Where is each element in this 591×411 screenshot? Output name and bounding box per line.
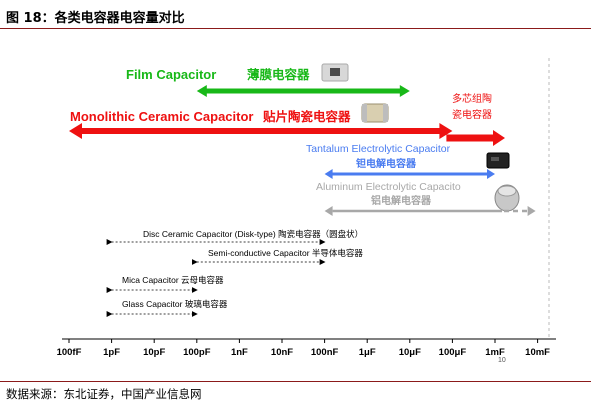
mlcc-label-en: Monolithic Ceramic Capacitor <box>70 109 253 124</box>
x-tick-label-6: 100nF <box>311 347 339 358</box>
aluminum-can-icon <box>494 184 520 212</box>
tantalum-arrowhead-left <box>324 169 333 179</box>
mica-label: Mica Capacitor 云母电容器 <box>122 275 224 285</box>
source-rule <box>0 381 591 382</box>
tantalum-label-en: Tantalum Electrolytic Capacitor <box>306 143 451 155</box>
film-arrowhead-left <box>196 85 207 97</box>
x-tick-label-2: 10pF <box>143 347 165 358</box>
x-tick-label-8: 10μF <box>399 347 421 358</box>
disc-label: Disc Ceramic Capacitor (Disk-type) 陶瓷电容器… <box>143 229 363 239</box>
aluminum-arrowhead-left <box>324 206 333 216</box>
tantalum-arrowhead-right <box>487 169 495 179</box>
aluminum-arrowhead-right <box>527 206 536 216</box>
mlcc-arrowhead-left <box>69 123 82 139</box>
tantalum-chip-icon <box>486 152 510 169</box>
film-arrowhead-right <box>399 85 410 97</box>
aluminum-label-en: Aluminum Electrolytic Capacito <box>316 181 461 193</box>
film-label-en: Film Capacitor <box>126 67 216 82</box>
x-tick-label-4: 1nF <box>231 347 248 358</box>
figure-title: 图 18：各类电容器电容量对比 <box>6 11 185 26</box>
film-chip-icon <box>321 63 349 82</box>
tantalum-label-cn: 钽电解电容器 <box>356 157 417 170</box>
x-tick-label-9: 100μF <box>439 347 467 358</box>
multilayer-label-line1: 多芯组陶 <box>452 92 492 105</box>
stray-label-10: 10 <box>498 357 506 364</box>
x-tick-label-1: 1pF <box>103 347 120 358</box>
multilayer-arrowhead-right <box>493 130 505 146</box>
x-tick-label-10: 1mF <box>485 347 505 358</box>
source-note: 数据来源：东北证券，中国产业信息网 <box>6 387 202 401</box>
mlcc-arrowhead-right <box>439 123 453 139</box>
x-axis-tick-labels: 100fF 1pF 10pF 100pF 1nF 10nF 100nF 1μF 10μF 100μ… <box>57 347 551 358</box>
x-tick-label-0: 100fF <box>57 347 82 358</box>
film-label-cn: 薄膜电容器 <box>247 67 310 82</box>
x-tick-label-7: 1μF <box>359 347 376 358</box>
glass-label: Glass Capacitor 玻璃电容器 <box>122 299 228 309</box>
aluminum-label-cn: 铝电解电容器 <box>371 194 432 207</box>
multilayer-label-line2: 瓷电容器 <box>452 108 492 121</box>
x-tick-label-11: 10mF <box>525 347 550 358</box>
ceramic-chip-icon <box>361 103 389 123</box>
title-rule <box>0 28 591 29</box>
x-tick-label-3: 100pF <box>183 347 211 358</box>
semi-label: Semi-conductive Capacitor 半导体电容器 <box>208 248 363 258</box>
x-axis-ticks <box>68 339 539 343</box>
x-tick-label-5: 10nF <box>271 347 293 358</box>
mlcc-label-cn: 贴片陶瓷电容器 <box>263 109 351 124</box>
